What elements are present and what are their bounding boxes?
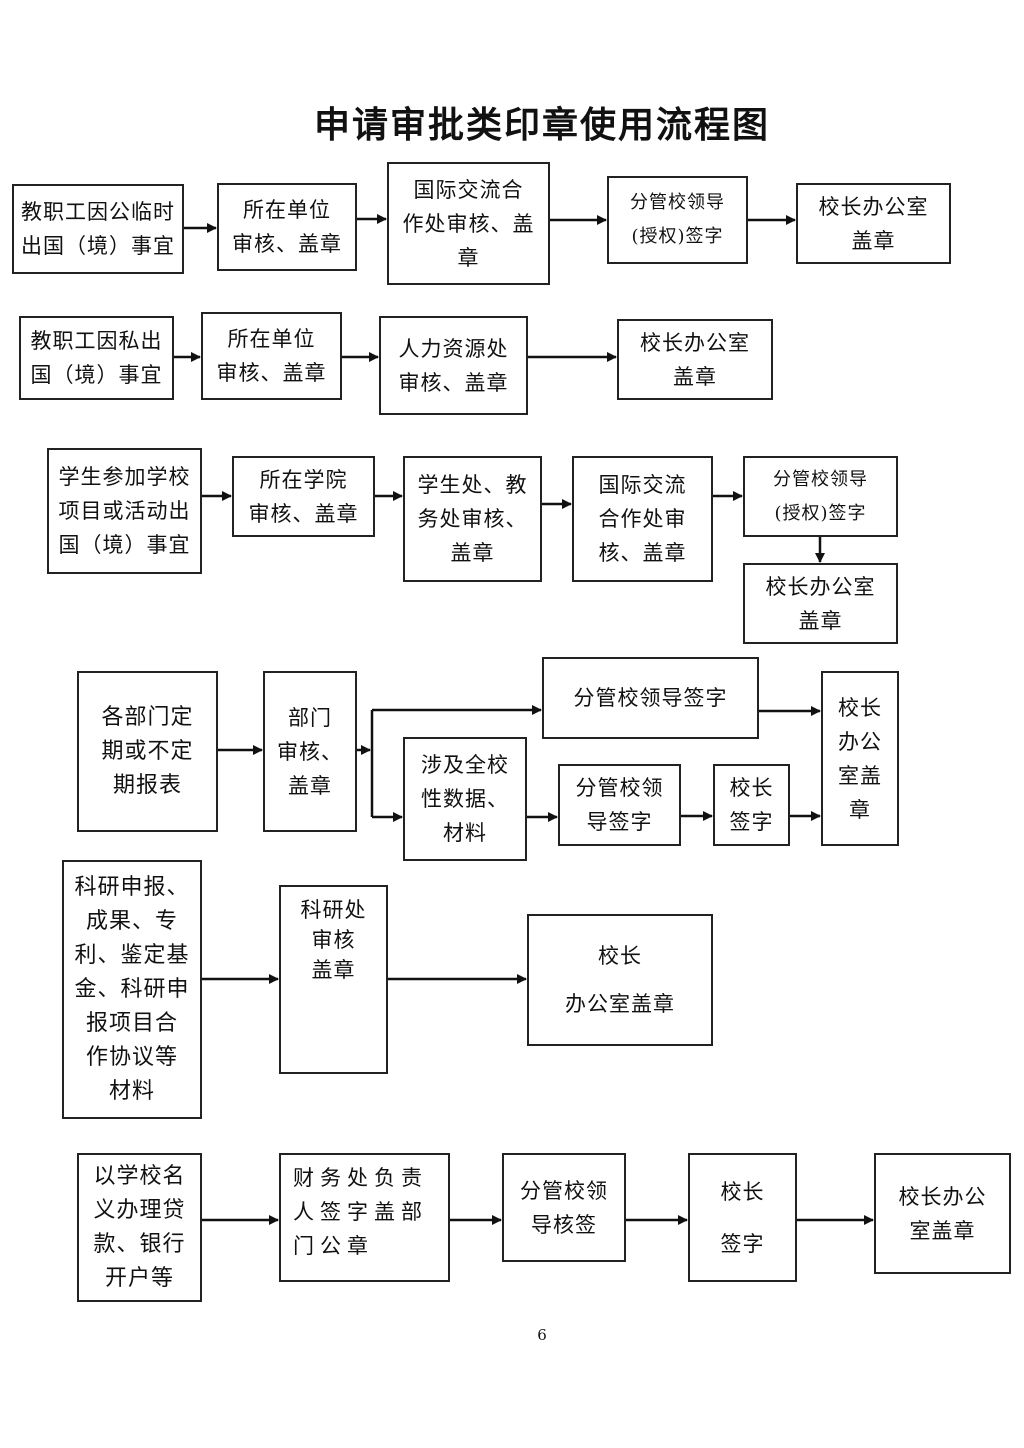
flow2-step-hr: 人力资源处 审核、盖章 [379, 316, 528, 415]
flow1-step-unit: 所在单位 审核、盖章 [217, 183, 357, 271]
flow6-step-president-sign: 校长 签字 [688, 1153, 797, 1282]
flow4-step-leader-sign: 分管校领导签字 [542, 657, 759, 739]
flow1-end: 校长办公室 盖章 [796, 183, 951, 264]
flow1-start: 教职工因公临时 出国（境）事宜 [12, 184, 184, 274]
flow2-end: 校长办公室 盖章 [617, 319, 773, 400]
flow6-step-finance: 财务处负责 人签字盖部 门公章 [279, 1153, 450, 1282]
flow6-start: 以学校名 义办理贷 款、银行 开户等 [77, 1153, 202, 1302]
page-number: 6 [537, 1326, 547, 1344]
flow4-step-president-sign: 校长 签字 [713, 764, 790, 846]
flow5-end: 校长 办公室盖章 [527, 914, 713, 1046]
page-title: 申请审批类印章使用流程图 [313, 104, 770, 146]
flow4-start: 各部门定 期或不定 期报表 [77, 671, 218, 832]
flow3-step-college: 所在学院 审核、盖章 [232, 456, 375, 537]
flow3-step-intl: 国际交流 合作处审 核、盖章 [572, 456, 713, 582]
flow4-end: 校长 办公 室盖 章 [821, 671, 899, 846]
flow6-step-leader: 分管校领 导核签 [502, 1153, 626, 1262]
flow2-step-unit: 所在单位 审核、盖章 [201, 312, 342, 400]
flow3-step-leader: 分管校领导 (授权)签字 [743, 456, 898, 537]
flow4-step-school-data: 涉及全校 性数据、 材料 [403, 737, 527, 861]
flow6-end: 校长办公 室盖章 [874, 1153, 1011, 1274]
flow4-step-dept: 部门 审核、 盖章 [263, 671, 357, 832]
flow1-step-intl: 国际交流合 作处审核、盖 章 [387, 162, 550, 285]
flow5-start: 科研申报、 成果、专 利、鉴定基 金、科研申 报项目合 作协议等 材料 [62, 860, 202, 1119]
flow4-step-leader-sign-2: 分管校领 导签字 [558, 764, 681, 846]
flow3-start: 学生参加学校 项目或活动出 国（境）事宜 [47, 448, 202, 574]
flow3-step-student-office: 学生处、教 务处审核、 盖章 [403, 456, 542, 582]
flow3-end: 校长办公室 盖章 [743, 563, 898, 644]
flow2-start: 教职工因私出 国（境）事宜 [19, 316, 174, 400]
flow1-step-leader: 分管校领导 (授权)签字 [607, 176, 748, 264]
flow5-step-research: 科研处 审核 盖章 [279, 885, 388, 1074]
